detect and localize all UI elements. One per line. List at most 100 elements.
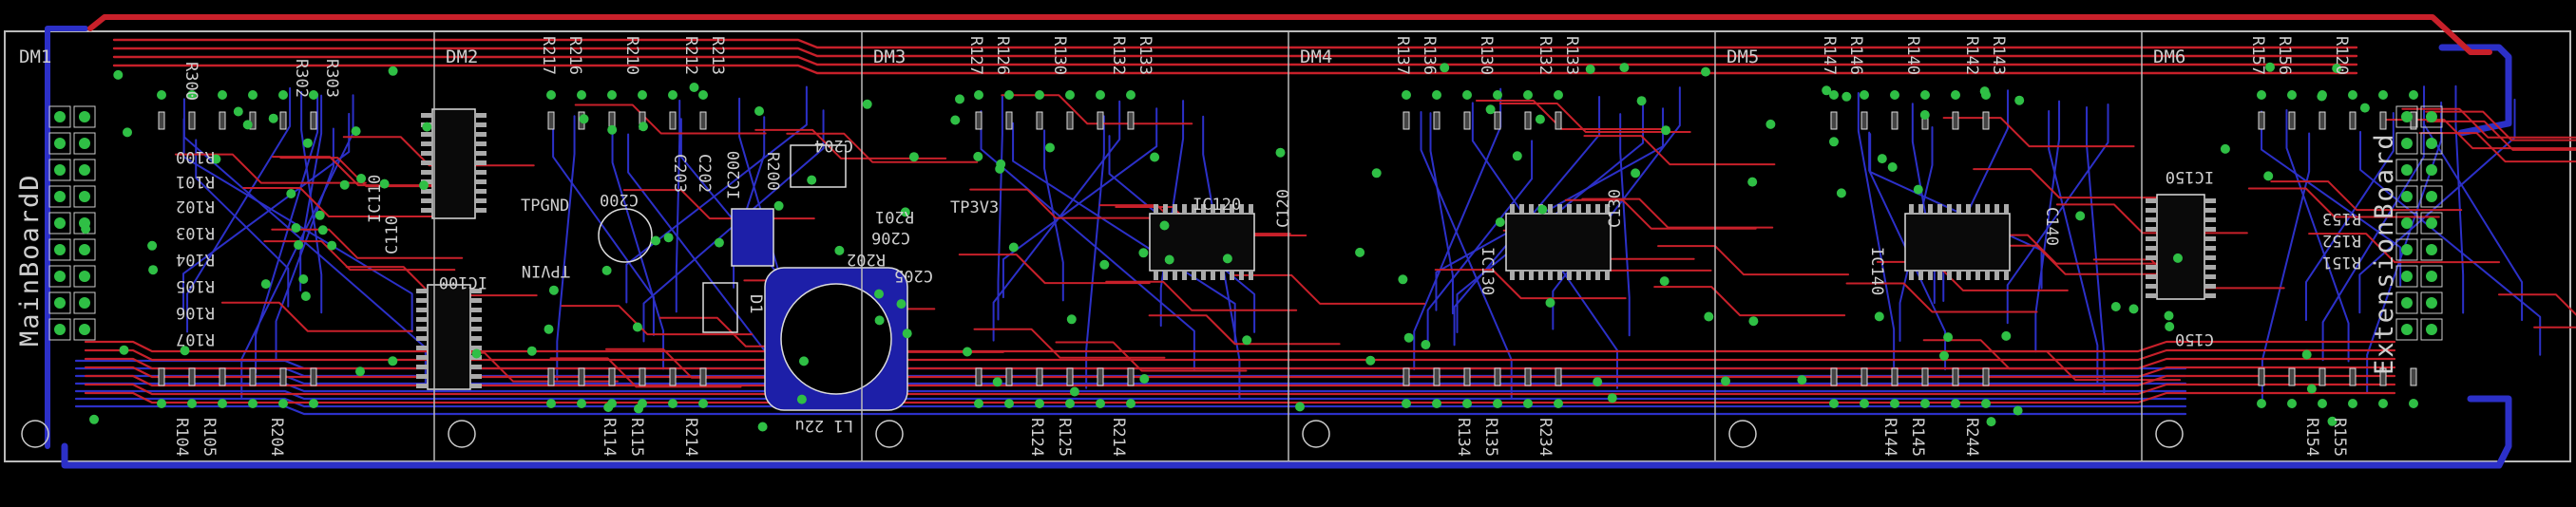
top-copper-layer	[84, 14, 2576, 404]
via	[1919, 110, 1930, 120]
header-pad	[73, 159, 96, 181]
resistor	[1555, 111, 1562, 130]
via	[955, 94, 964, 104]
via	[834, 245, 845, 255]
via	[1721, 376, 1730, 386]
top-trace	[1989, 350, 2182, 382]
module-label-dm3: DM3	[873, 47, 906, 67]
ic-pin	[421, 151, 432, 156]
via	[1887, 162, 1898, 172]
resistor-label: R142	[1962, 36, 1981, 75]
via	[1822, 85, 1832, 96]
via	[2257, 90, 2266, 100]
resistor-label: R132	[1536, 36, 1555, 75]
via	[754, 106, 764, 116]
via	[327, 240, 337, 251]
resistor-label: R104	[176, 250, 215, 269]
resistor-label: R244	[1962, 418, 1981, 457]
via	[607, 124, 618, 135]
ic-pin	[2204, 293, 2216, 298]
bottom-trace	[2438, 44, 2512, 137]
via	[698, 90, 708, 100]
capacitor-label: C150	[2175, 329, 2214, 348]
header-pad	[73, 185, 96, 208]
ic-pin	[1567, 204, 1572, 214]
header-pin	[79, 297, 90, 309]
via	[2378, 90, 2388, 100]
resistor	[158, 367, 165, 386]
top-trace	[2426, 120, 2576, 151]
via	[1493, 90, 1502, 100]
via	[1943, 332, 1954, 343]
via	[973, 151, 983, 161]
via	[1440, 63, 1450, 73]
resistor	[1524, 111, 1532, 130]
via	[1951, 90, 1960, 100]
via	[639, 122, 648, 132]
resistor-label: R234	[1536, 418, 1555, 457]
via	[2332, 64, 2342, 73]
ic-pin	[421, 160, 432, 165]
ic-pin	[1576, 271, 1581, 280]
ic-pin	[1510, 204, 1515, 214]
via	[388, 66, 398, 76]
header-pin	[2426, 324, 2437, 335]
via	[1485, 104, 1496, 115]
resistor	[1555, 367, 1562, 386]
ic-pin	[1211, 271, 1215, 280]
ic-label: IC200	[725, 151, 744, 199]
via	[422, 122, 432, 132]
ic-pin	[2204, 236, 2216, 241]
ic-pin	[421, 113, 432, 118]
via	[689, 83, 699, 92]
ic-pin	[416, 384, 428, 388]
header-pin	[2426, 297, 2437, 309]
resistor	[1494, 367, 1501, 386]
header-pad	[2420, 185, 2443, 208]
top-trace	[263, 240, 456, 272]
via	[123, 127, 132, 138]
ic-pin	[1994, 271, 1999, 280]
module-label-dm1: DM1	[19, 47, 51, 67]
via	[419, 180, 429, 191]
header-pad	[2420, 238, 2443, 261]
resistor	[2349, 111, 2357, 130]
ic-pin	[1211, 204, 1215, 214]
resistor	[219, 367, 226, 386]
resistor-label: R145	[1908, 418, 1927, 457]
via	[1593, 377, 1603, 387]
top-trace	[84, 374, 2396, 387]
via	[1242, 335, 1252, 346]
bottom-trace	[980, 110, 1195, 370]
resistor-label: R303	[322, 59, 341, 98]
ic-pin	[2146, 246, 2157, 251]
ic-pin	[1529, 271, 1534, 280]
resistor	[188, 367, 196, 386]
header-pin	[79, 164, 90, 176]
via	[1661, 125, 1671, 136]
header-pad	[73, 132, 96, 155]
resistor-label: R103	[176, 223, 215, 242]
part-labels: IC110 C110 IC100 TPGND TPVIN C200 C203 C…	[366, 136, 2361, 435]
header-pin	[2426, 217, 2437, 229]
bottom-trace	[675, 99, 681, 313]
via	[180, 346, 190, 356]
ic-label: IC100	[439, 272, 487, 291]
via	[799, 356, 809, 366]
resistor	[1982, 111, 1990, 130]
resistor-label: R140	[1903, 36, 1922, 75]
resistor-label: R155	[2330, 418, 2349, 457]
ic-pin	[1966, 271, 1971, 280]
ic-pin	[1249, 204, 1253, 214]
module-label-dm6: DM6	[2153, 47, 2185, 67]
top-trace	[345, 266, 538, 297]
resistor-label: R136	[1420, 36, 1439, 75]
via	[1748, 316, 1759, 327]
via	[1874, 311, 1884, 322]
via	[260, 279, 271, 290]
ic-pin	[421, 141, 432, 146]
via	[974, 90, 983, 100]
resistor-label: R124	[1027, 418, 1046, 457]
ic-pin	[416, 374, 428, 379]
ic-pin	[2204, 255, 2216, 260]
